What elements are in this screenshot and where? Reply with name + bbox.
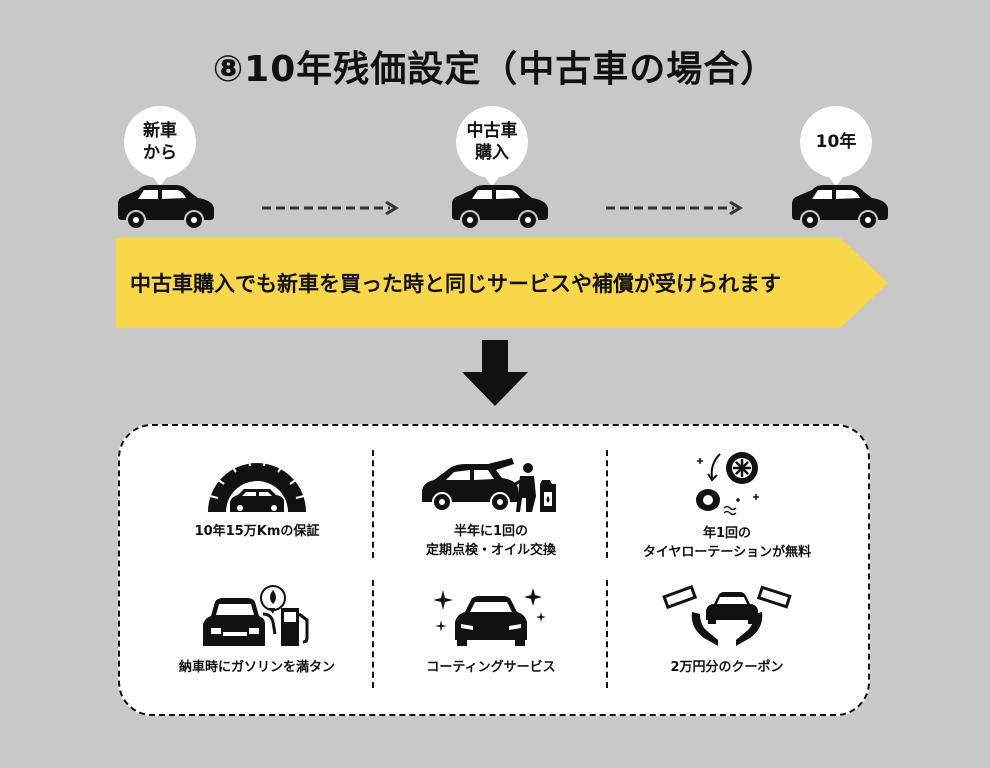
bubble-line: 10年 bbox=[815, 132, 857, 152]
feature-warranty: 10年15万Kmの保証 bbox=[142, 456, 372, 541]
divider bbox=[372, 580, 374, 688]
bubble-line: 新車 bbox=[143, 121, 177, 141]
feature-label: 半年に1回の bbox=[453, 524, 529, 539]
divider bbox=[372, 450, 374, 558]
car-icon bbox=[792, 185, 888, 230]
dashed-arrow-icon bbox=[606, 200, 743, 216]
feature-inspection: 半年に1回の 定期点検・オイル交換 bbox=[376, 456, 606, 560]
features-panel: 10年15万Kmの保証 半年に1回の 定期点検・オイル交換 bbox=[118, 424, 870, 716]
divider bbox=[606, 580, 608, 688]
feature-label: 年1回の bbox=[702, 526, 752, 541]
feature-label: 定期点検・オイル交換 bbox=[425, 543, 556, 558]
dashed-arrow-icon bbox=[262, 200, 399, 216]
bubble-line: 中古車 bbox=[466, 121, 518, 141]
bubble-line: 購入 bbox=[475, 143, 509, 163]
feature-label: タイヤローテーションが無料 bbox=[642, 545, 812, 560]
banner-text: 中古車購入でも新車を買った時と同じサービスや補償が受けられます bbox=[130, 272, 781, 296]
timeline-bubble-new-car: 新車 から bbox=[124, 106, 196, 186]
feature-full-tank: 納車時にガソリンを満タン bbox=[142, 584, 372, 677]
feature-coupon: 2万円分のクーポン bbox=[612, 584, 842, 677]
feature-label: コーティングサービス bbox=[426, 660, 556, 675]
timeline-bubble-ten-years: 10年 bbox=[800, 106, 872, 186]
bubble-line: から bbox=[143, 143, 177, 163]
timeline-bubble-used-purchase: 中古車 購入 bbox=[456, 106, 528, 186]
feature-label: 10年15万Kmの保証 bbox=[194, 524, 320, 539]
divider bbox=[606, 450, 608, 558]
feature-coating: コーティングサービス bbox=[376, 584, 606, 677]
fuel-pump-icon bbox=[203, 585, 309, 646]
feature-label: 納車時にガソリンを満タン bbox=[178, 660, 335, 675]
coupon-hands-icon bbox=[662, 585, 792, 646]
speedometer-icon bbox=[208, 457, 306, 512]
car-inspection-icon bbox=[422, 458, 556, 512]
sparkling-car-icon bbox=[433, 588, 546, 646]
page-title: ⑧10年残価設定（中古車の場合） bbox=[212, 49, 778, 90]
feature-tire-rotation: 年1回の タイヤローテーションが無料 bbox=[612, 450, 842, 562]
car-icon bbox=[452, 185, 548, 230]
down-arrow-icon bbox=[462, 340, 528, 406]
car-icon bbox=[118, 185, 214, 230]
tire-rotation-icon bbox=[696, 452, 759, 516]
banner-arrow bbox=[116, 238, 888, 328]
feature-label: 2万円分のクーポン bbox=[670, 660, 784, 675]
